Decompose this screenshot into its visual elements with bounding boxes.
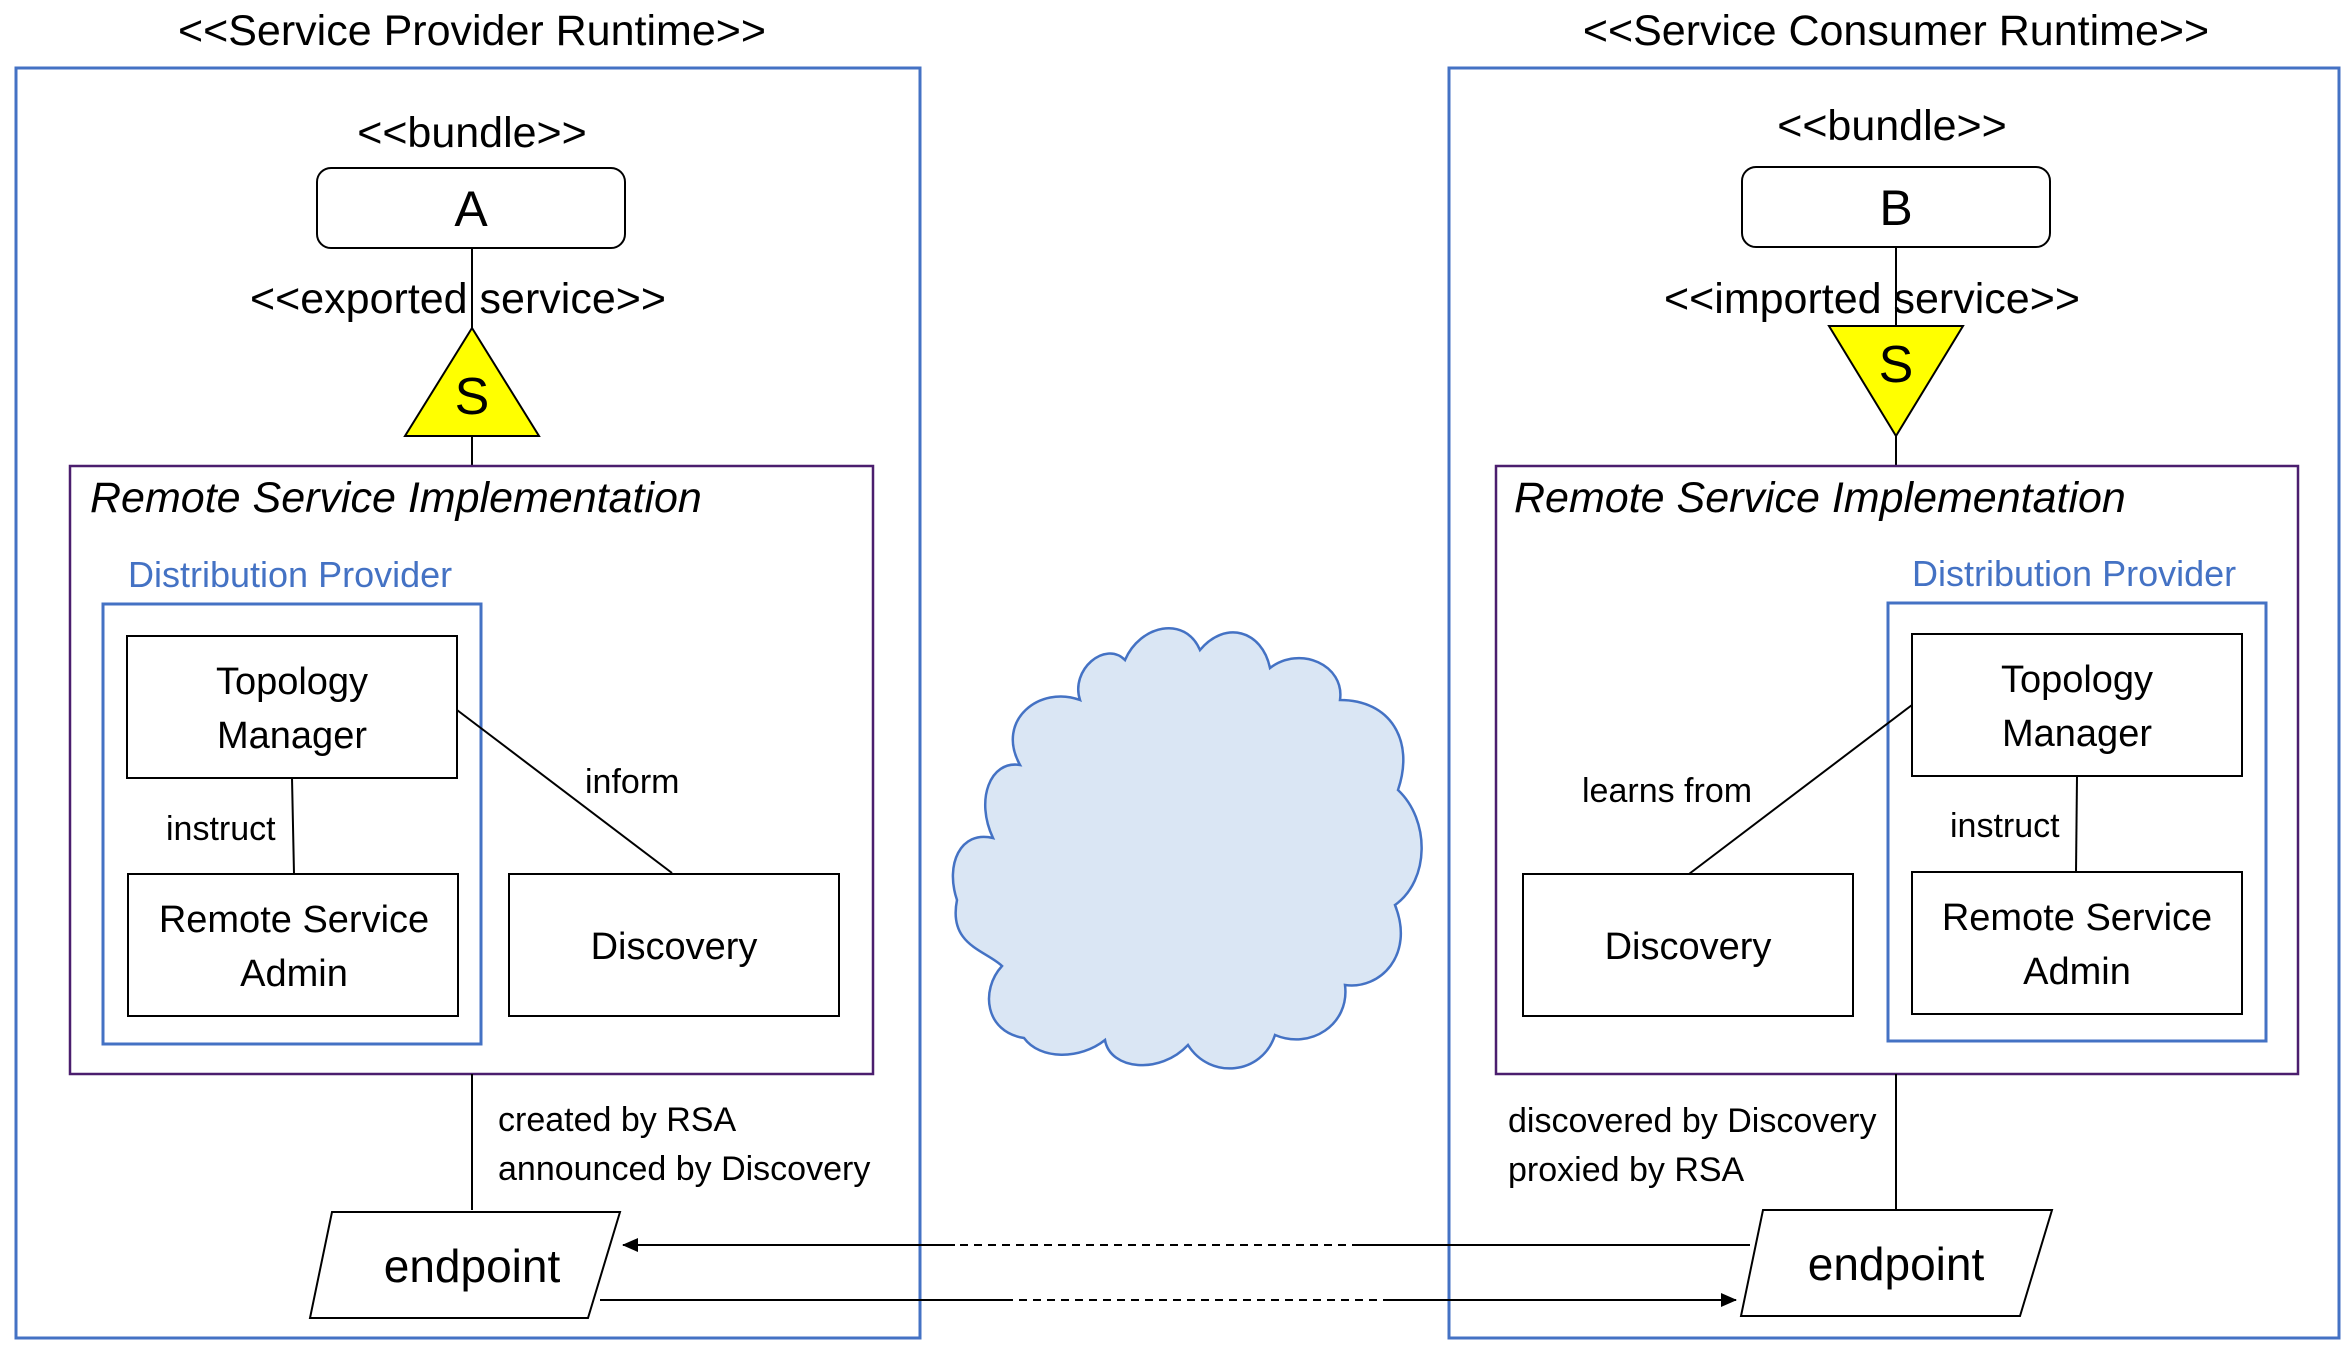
provider-topology-manager-line2: Manager (217, 715, 367, 757)
consumer-discovery-label: Discovery (1605, 926, 1772, 968)
provider-rsa-box (127, 873, 459, 1017)
provider-discovery-box (508, 873, 840, 1017)
consumer-runtime: <<Service Consumer Runtime>> <<bundle>> … (1447, 7, 2341, 1340)
consumer-rsa-line2: Admin (2023, 951, 2131, 993)
provider-runtime-title: <<Service Provider Runtime>> (178, 7, 766, 55)
provider-rsi-title: Remote Service Implementation (90, 474, 702, 522)
consumer-rsi-title: Remote Service Implementation (1514, 474, 2126, 522)
consumer-runtime-frame (1447, 66, 2341, 1340)
consumer-bundle-stereotype: <<bundle>> (1777, 102, 2007, 150)
exported-service-stereotype: <<exported service>> (250, 275, 666, 323)
provider-dp-frame (101, 602, 483, 1046)
consumer-learns-from-label: learns from (1582, 772, 1752, 810)
consumer-dp-title: Distribution Provider (1912, 553, 2236, 594)
provider-topology-manager-box (126, 635, 458, 779)
consumer-rsa-line1: Remote Service (1942, 897, 2212, 939)
provider-inform-line (456, 709, 673, 874)
endpoint-connections (600, 1238, 1750, 1307)
provider-endpoint-label: endpoint (384, 1240, 561, 1292)
provider-note-line2: announced by Discovery (498, 1150, 870, 1188)
imported-service-symbol: S (1879, 336, 1914, 394)
provider-dp-title: Distribution Provider (128, 554, 452, 595)
consumer-dp-frame (1886, 601, 2268, 1043)
consumer-learns-from-line (1688, 704, 1913, 875)
triangle-down-icon (1827, 325, 1965, 438)
provider-rsa-line1: Remote Service (159, 899, 429, 941)
consumer-topology-manager-line2: Manager (2002, 713, 2152, 755)
consumer-runtime-title: <<Service Consumer Runtime>> (1583, 7, 2209, 55)
consumer-endpoint-label: endpoint (1808, 1238, 1985, 1290)
provider-runtime: <<Service Provider Runtime>> <<bundle>> … (14, 7, 922, 1340)
provider-note-line1: created by RSA (498, 1101, 736, 1139)
exported-service-symbol: S (455, 368, 490, 426)
consumer-endpoint-shape (1739, 1209, 2054, 1317)
consumer-note-line2: proxied by RSA (1508, 1151, 1745, 1189)
provider-discovery-label: Discovery (591, 926, 758, 968)
provider-inform-label: inform (585, 763, 679, 801)
consumer-topology-manager-line1: Topology (2001, 659, 2153, 701)
consumer-topology-manager-box (1911, 633, 2243, 777)
consumer-discovery-box (1522, 873, 1854, 1017)
consumer-instruct-label: instruct (1950, 807, 2060, 845)
bundle-a-label: A (454, 181, 488, 237)
provider-instruct-line (291, 777, 295, 875)
imported-service-stereotype: <<imported service>> (1664, 275, 2080, 323)
provider-bundle-stereotype: <<bundle>> (357, 109, 587, 157)
provider-runtime-frame (14, 66, 922, 1340)
consumer-rsa-box (1911, 871, 2243, 1015)
consumer-note-line1: discovered by Discovery (1508, 1102, 1876, 1140)
consumer-instruct-line (2075, 775, 2078, 873)
provider-topology-manager-line1: Topology (216, 661, 368, 703)
cloud-icon (951, 626, 1423, 1070)
provider-endpoint-shape (308, 1211, 622, 1319)
bundle-b-label: B (1879, 180, 1912, 236)
provider-rsa-line2: Admin (240, 953, 348, 995)
network-cloud (951, 626, 1423, 1070)
provider-instruct-label: instruct (166, 810, 276, 848)
